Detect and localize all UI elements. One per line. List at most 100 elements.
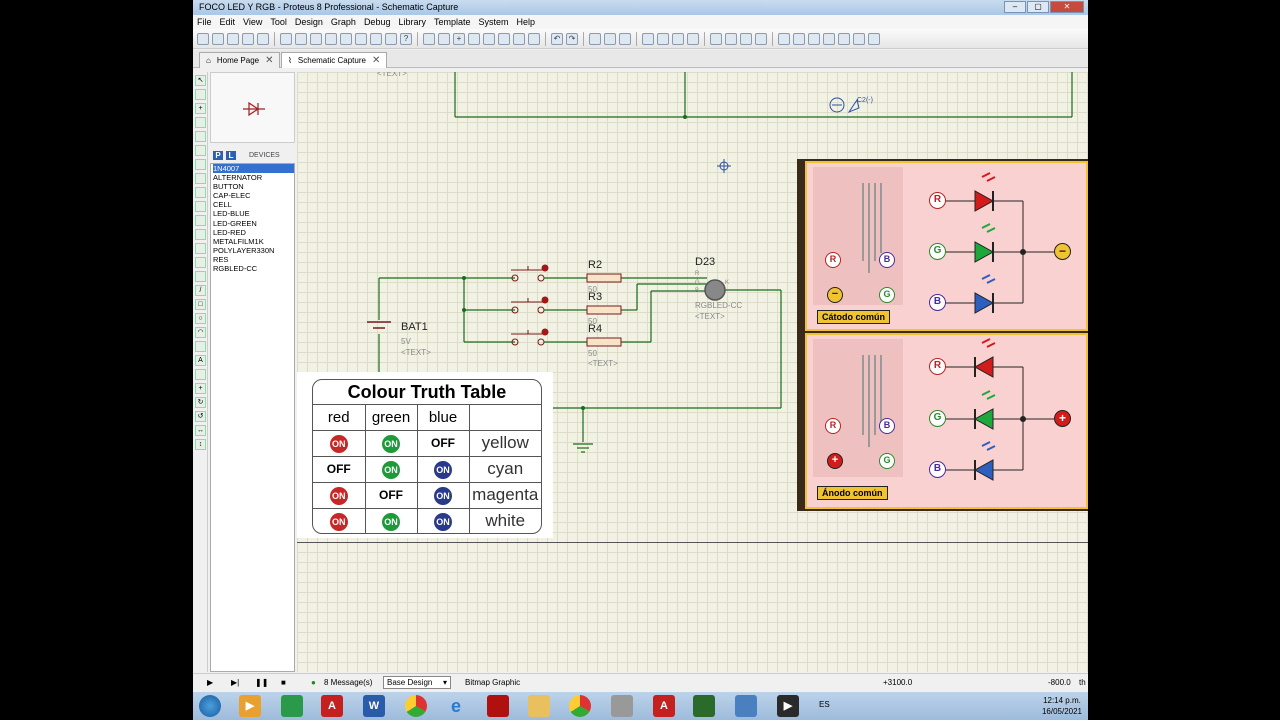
- menu-system[interactable]: System: [478, 17, 509, 27]
- selection-mode-icon[interactable]: ↖: [195, 75, 206, 86]
- rotate-ccw-icon[interactable]: ↺: [195, 411, 206, 422]
- chrome-icon[interactable]: [569, 695, 591, 717]
- tape-recorder-icon[interactable]: [195, 215, 206, 226]
- block-delete-icon[interactable]: [687, 32, 699, 45]
- schematic-canvas[interactable]: <TEXT> C2(-) R2 50 R3 50 R4 50 <TEXT> D2…: [297, 72, 1088, 672]
- bill-of-materials-icon[interactable]: [868, 32, 880, 45]
- refresh-icon[interactable]: [423, 32, 435, 45]
- menu-debug[interactable]: Debug: [363, 17, 391, 27]
- make-device-icon[interactable]: [725, 32, 737, 45]
- acrobat-icon[interactable]: A: [321, 695, 343, 717]
- c2-terminal[interactable]: [829, 97, 845, 113]
- junction-dot-icon[interactable]: +: [195, 103, 206, 114]
- pan-icon[interactable]: [468, 32, 480, 45]
- block-move-icon[interactable]: [657, 32, 669, 45]
- close-button[interactable]: ✕: [1050, 1, 1084, 13]
- close-tab-icon[interactable]: ✕: [265, 55, 274, 66]
- proteus-icon[interactable]: [281, 695, 303, 717]
- step-icon[interactable]: ▶|: [231, 678, 240, 687]
- pcb-icon[interactable]: [310, 32, 322, 45]
- list-item[interactable]: METALFILM1K: [213, 236, 264, 246]
- generator-icon[interactable]: [195, 229, 206, 240]
- mirror-y-icon[interactable]: ↕: [195, 439, 206, 450]
- terminal-icon[interactable]: [693, 695, 715, 717]
- buses-icon[interactable]: [195, 145, 206, 156]
- open-file-icon[interactable]: [212, 32, 224, 45]
- list-item[interactable]: 1N4007: [213, 164, 294, 174]
- box-icon[interactable]: □: [195, 299, 206, 310]
- mirror-x-icon[interactable]: ↔: [195, 425, 206, 436]
- decompose-icon[interactable]: [755, 32, 767, 45]
- redo-icon[interactable]: ↷: [566, 32, 578, 45]
- source-code-icon[interactable]: [370, 32, 382, 45]
- terminals-icon[interactable]: [195, 173, 206, 184]
- new-sheet-icon[interactable]: [823, 32, 835, 45]
- subcircuit-icon[interactable]: [195, 159, 206, 170]
- wire-label-icon[interactable]: [195, 117, 206, 128]
- messages-count[interactable]: 8 Message(s): [324, 678, 373, 687]
- device-pins-icon[interactable]: [195, 187, 206, 198]
- tab-schematic-capture[interactable]: ⌇ Schematic Capture ✕: [281, 52, 388, 68]
- voltage-probe-icon[interactable]: [195, 243, 206, 254]
- library-button[interactable]: L: [226, 150, 236, 160]
- text-script-icon[interactable]: [195, 131, 206, 142]
- ground-symbol[interactable]: [573, 443, 593, 453]
- menu-view[interactable]: View: [243, 17, 263, 27]
- 3d-view-icon[interactable]: [340, 32, 352, 45]
- property-assign-icon[interactable]: [808, 32, 820, 45]
- wire-autorouter-icon[interactable]: [778, 32, 790, 45]
- packaging-icon[interactable]: [740, 32, 752, 45]
- component-mode-icon[interactable]: [195, 89, 206, 100]
- battery-symbol[interactable]: [367, 321, 391, 329]
- marker-icon[interactable]: +: [195, 383, 206, 394]
- notes-icon[interactable]: [385, 32, 397, 45]
- menu-tool[interactable]: Tool: [270, 17, 287, 27]
- list-item[interactable]: LED-GREEN: [213, 218, 257, 228]
- graph-icon[interactable]: [195, 201, 206, 212]
- import-icon[interactable]: [257, 32, 269, 45]
- rotate-cw-icon[interactable]: ↻: [195, 397, 206, 408]
- line-icon[interactable]: /: [195, 285, 206, 296]
- list-item[interactable]: RGBLED-CC: [213, 264, 258, 274]
- start-button-icon[interactable]: [199, 695, 221, 717]
- grid-icon[interactable]: [438, 32, 450, 45]
- rgb-led-d23[interactable]: [704, 279, 726, 301]
- autocad-icon[interactable]: A: [653, 695, 675, 717]
- symbol-icon[interactable]: [195, 369, 206, 380]
- list-item[interactable]: ALTERNATOR: [213, 173, 263, 183]
- zoom-area-icon[interactable]: [528, 32, 540, 45]
- resistor-r4[interactable]: [586, 337, 622, 347]
- circle-icon[interactable]: ○: [195, 313, 206, 324]
- save-icon[interactable]: [227, 32, 239, 45]
- proteus-taskbar-icon[interactable]: ▶: [777, 695, 799, 717]
- search-tag-icon[interactable]: [793, 32, 805, 45]
- media-player-icon[interactable]: ▶: [239, 695, 261, 717]
- list-item[interactable]: CAP-ELEC: [213, 191, 251, 201]
- word-icon[interactable]: W: [363, 695, 385, 717]
- menu-design[interactable]: Design: [294, 17, 323, 27]
- list-item[interactable]: LED-RED: [213, 227, 246, 237]
- resistor-r2[interactable]: [586, 273, 622, 283]
- help-icon[interactable]: ?: [400, 32, 412, 45]
- menu-library[interactable]: Library: [398, 17, 426, 27]
- path-icon[interactable]: [195, 341, 206, 352]
- maximize-button[interactable]: ▢: [1027, 1, 1049, 13]
- list-item[interactable]: RES: [213, 254, 229, 264]
- list-item[interactable]: LED-BLUE: [213, 209, 250, 219]
- pick-device-icon[interactable]: [710, 32, 722, 45]
- push-buttons[interactable]: [511, 266, 545, 346]
- exit-to-parent-icon[interactable]: [853, 32, 865, 45]
- copy-icon[interactable]: [604, 32, 616, 45]
- language-indicator[interactable]: ES: [819, 700, 830, 709]
- window-icon[interactable]: [735, 695, 757, 717]
- zoom-out-icon[interactable]: [498, 32, 510, 45]
- cut-icon[interactable]: [589, 32, 601, 45]
- remove-sheet-icon[interactable]: [838, 32, 850, 45]
- file-explorer-icon[interactable]: [528, 695, 550, 717]
- bom-icon[interactable]: [355, 32, 367, 45]
- home-icon[interactable]: [280, 32, 292, 45]
- block-rotate-icon[interactable]: [672, 32, 684, 45]
- truth-table-image[interactable]: Colour Truth Table red green blue ON ON …: [297, 372, 553, 538]
- design-select[interactable]: Base Design▾: [383, 676, 451, 689]
- virtual-instruments-icon[interactable]: [195, 271, 206, 282]
